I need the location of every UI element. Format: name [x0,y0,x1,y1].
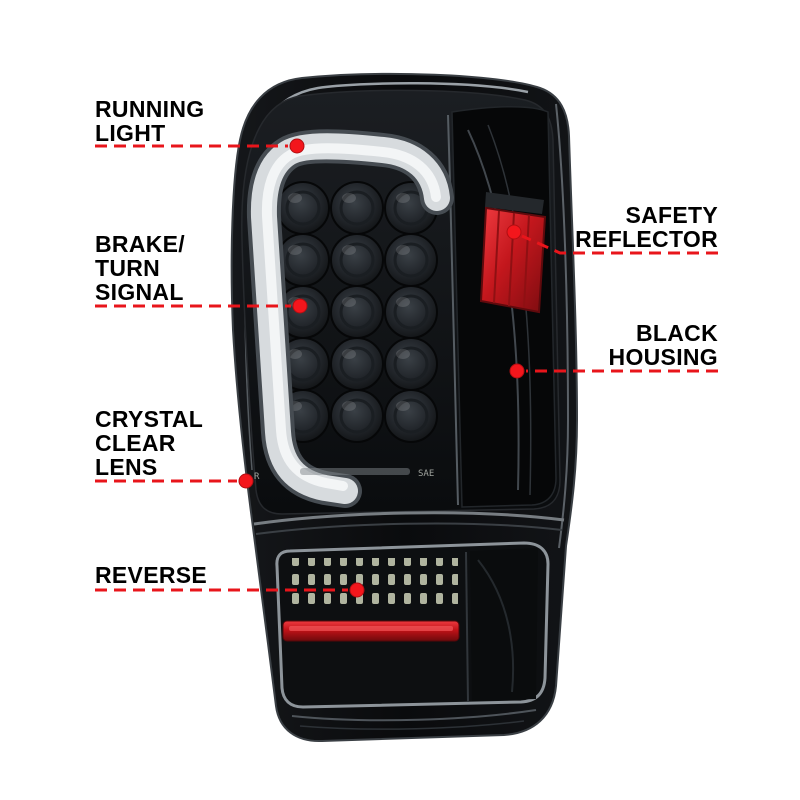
label-line: LENS [95,454,158,480]
lens-marking-blur [300,468,410,475]
label-running-light: RUNNING LIGHT [95,97,204,145]
section-divider [253,511,565,535]
label-line: CLEAR [95,430,176,456]
safety-reflector-connector [521,234,718,255]
black-housing-panel [451,106,557,508]
label-reverse: REVERSE [95,563,207,587]
lens-marking-left: R [254,472,260,482]
label-line: RUNNING [95,96,205,122]
reverse-dot [349,582,365,598]
label-line: BRAKE/ [95,231,185,257]
label-line: REFLECTOR [575,226,718,252]
running-light-bar [246,129,454,508]
label-line: CRYSTAL [95,406,204,432]
base-highlights [291,709,537,730]
label-line: REVERSE [95,562,208,588]
reflector-bracket [485,192,544,214]
reverse-red-bar-core [289,626,453,631]
label-line: HOUSING [608,344,718,370]
label-line: TURN [95,255,161,281]
brake-turn-dot [292,298,308,314]
lens-marking-right: SAE [418,469,434,479]
label-crystal-clear-lens: CRYSTAL CLEAR LENS [95,407,203,479]
label-line: SAFETY [625,202,718,228]
reverse-lens-details [290,548,538,703]
label-line: LIGHT [95,120,166,146]
crystal-lens-dot [238,473,254,489]
label-black-housing: BLACK HOUSING [609,321,718,369]
black-housing-dot [509,363,525,379]
label-line: BLACK [636,320,718,346]
label-brake-turn-signal: BRAKE/ TURN SIGNAL [95,232,185,304]
callout-connectors [95,138,718,598]
running-light-dot [289,138,305,154]
safety-reflector-dot [506,224,522,240]
label-safety-reflector: SAFETY REFLECTOR [575,203,718,251]
label-line: SIGNAL [95,279,184,305]
